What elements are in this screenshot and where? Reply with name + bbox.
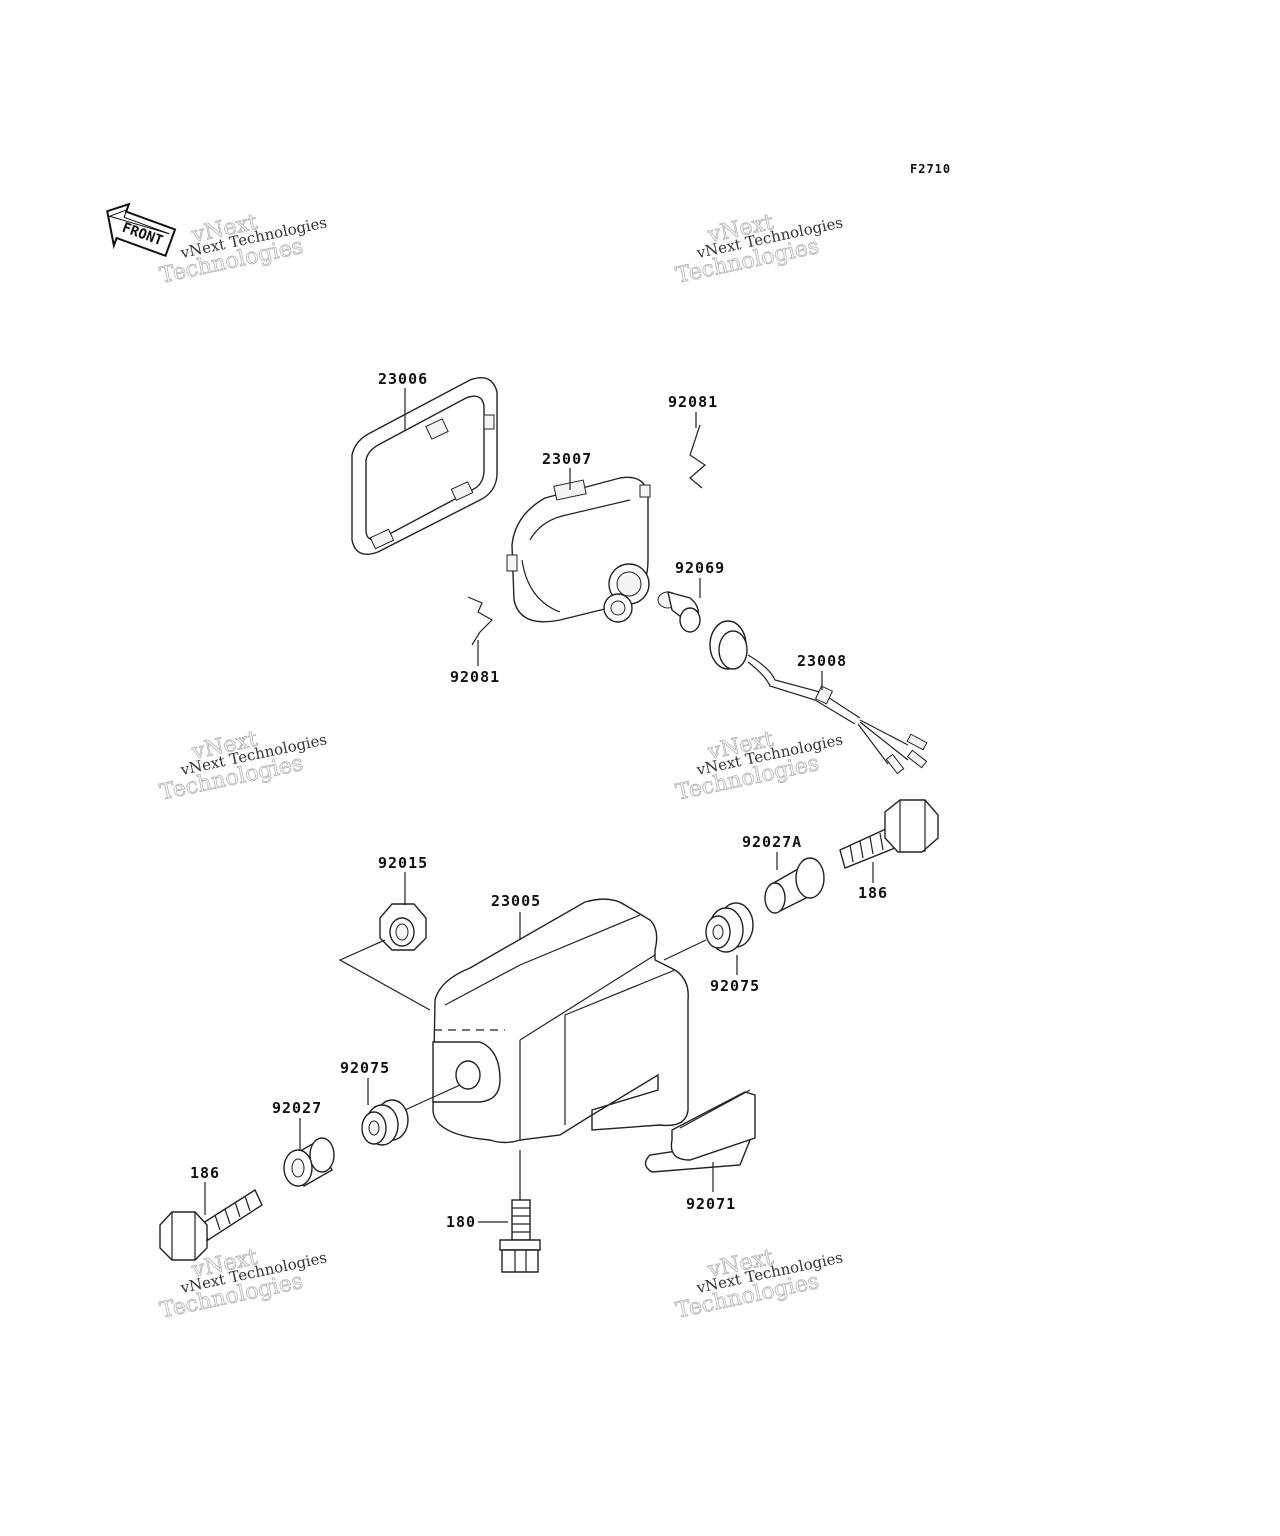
bulb-drawing	[657, 591, 701, 633]
watermark-top-left: vNext vNext Technologies Technologies	[157, 209, 328, 289]
grommet-top-drawing	[379, 903, 427, 951]
part-label-92081-bottom: 92081	[450, 668, 500, 686]
watermark-top-right: vNext vNext Technologies Technologies	[673, 209, 844, 289]
part-label-186-left: 186	[190, 1164, 220, 1182]
figure-code: F2710	[910, 162, 951, 176]
watermark-middle-right: vNext vNext Technologies Technologies	[673, 726, 844, 806]
part-label-92069: 92069	[675, 559, 725, 577]
part-label-23007: 23007	[542, 450, 592, 468]
bolt-right-drawing	[839, 799, 939, 869]
part-label-23005: 23005	[491, 892, 541, 910]
part-label-92075-left: 92075	[340, 1059, 390, 1077]
collar-right-drawing	[764, 857, 825, 914]
front-arrow-icon: FRONT	[106, 202, 177, 258]
part-label-92027: 92027	[272, 1099, 322, 1117]
spring-clip-bottom-drawing	[467, 596, 493, 646]
part-label-23008: 23008	[797, 652, 847, 670]
headlight-bracket-drawing	[432, 898, 689, 1144]
spring-clip-top-drawing	[689, 424, 706, 489]
part-label-92075-right: 92075	[710, 977, 760, 995]
watermark-middle-left: vNext vNext Technologies Technologies	[157, 726, 328, 806]
headlight-rim-drawing	[351, 377, 498, 555]
bolt-bottom-drawing	[499, 1199, 541, 1273]
part-label-23006: 23006	[378, 370, 428, 388]
watermark-bottom-right: vNext vNext Technologies Technologies	[673, 1244, 844, 1324]
part-label-92015: 92015	[378, 854, 428, 872]
part-label-92081-top: 92081	[668, 393, 718, 411]
collar-left-drawing	[283, 1137, 335, 1187]
bolt-left-drawing	[159, 1188, 263, 1261]
rubber-pad-drawing	[644, 1089, 756, 1173]
socket-harness-drawing	[709, 620, 928, 775]
part-label-180: 180	[446, 1213, 476, 1231]
grommet-right-drawing	[705, 902, 754, 953]
part-label-92071: 92071	[686, 1195, 736, 1213]
part-label-186-right: 186	[858, 884, 888, 902]
grommet-left-drawing	[361, 1099, 409, 1146]
part-label-92027A: 92027A	[742, 833, 802, 851]
headlight-housing-drawing	[506, 476, 651, 623]
